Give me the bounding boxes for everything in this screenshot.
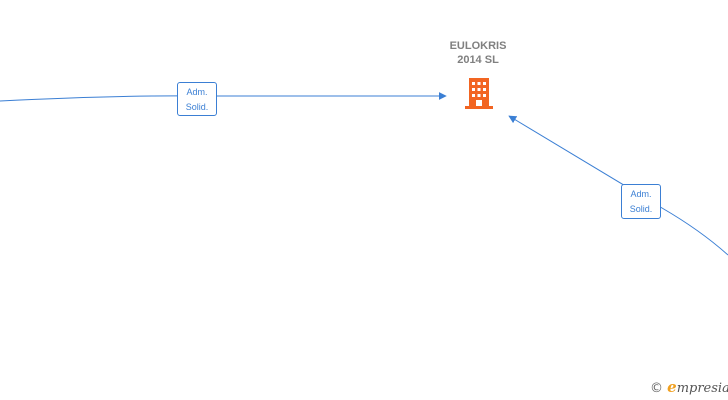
copyright-symbol: © — [650, 381, 663, 396]
company-name-line1: EULOKRIS — [449, 40, 507, 52]
edge-label-left-line1: Adm. — [186, 87, 208, 97]
edge-label-left[interactable]: Adm. Solid. — [177, 82, 217, 116]
edge-line-right — [508, 115, 728, 256]
edge-label-right[interactable]: Adm. Solid. — [621, 184, 661, 219]
company-name-line2: 2014 SL — [457, 54, 499, 66]
empresia-watermark: © empresia — [650, 378, 728, 398]
company-name[interactable]: EULOKRIS 2014 SL — [420, 39, 536, 67]
edge-label-left-line2: Solid. — [185, 102, 209, 112]
edge-label-right-line1: Adm. — [630, 189, 652, 199]
brand-initial: e — [667, 378, 677, 396]
building-icon[interactable] — [463, 76, 495, 110]
edge-label-right-line2: Solid. — [629, 204, 653, 214]
brand-name: mpresia — [676, 381, 728, 396]
edge-line-left — [0, 92, 447, 102]
